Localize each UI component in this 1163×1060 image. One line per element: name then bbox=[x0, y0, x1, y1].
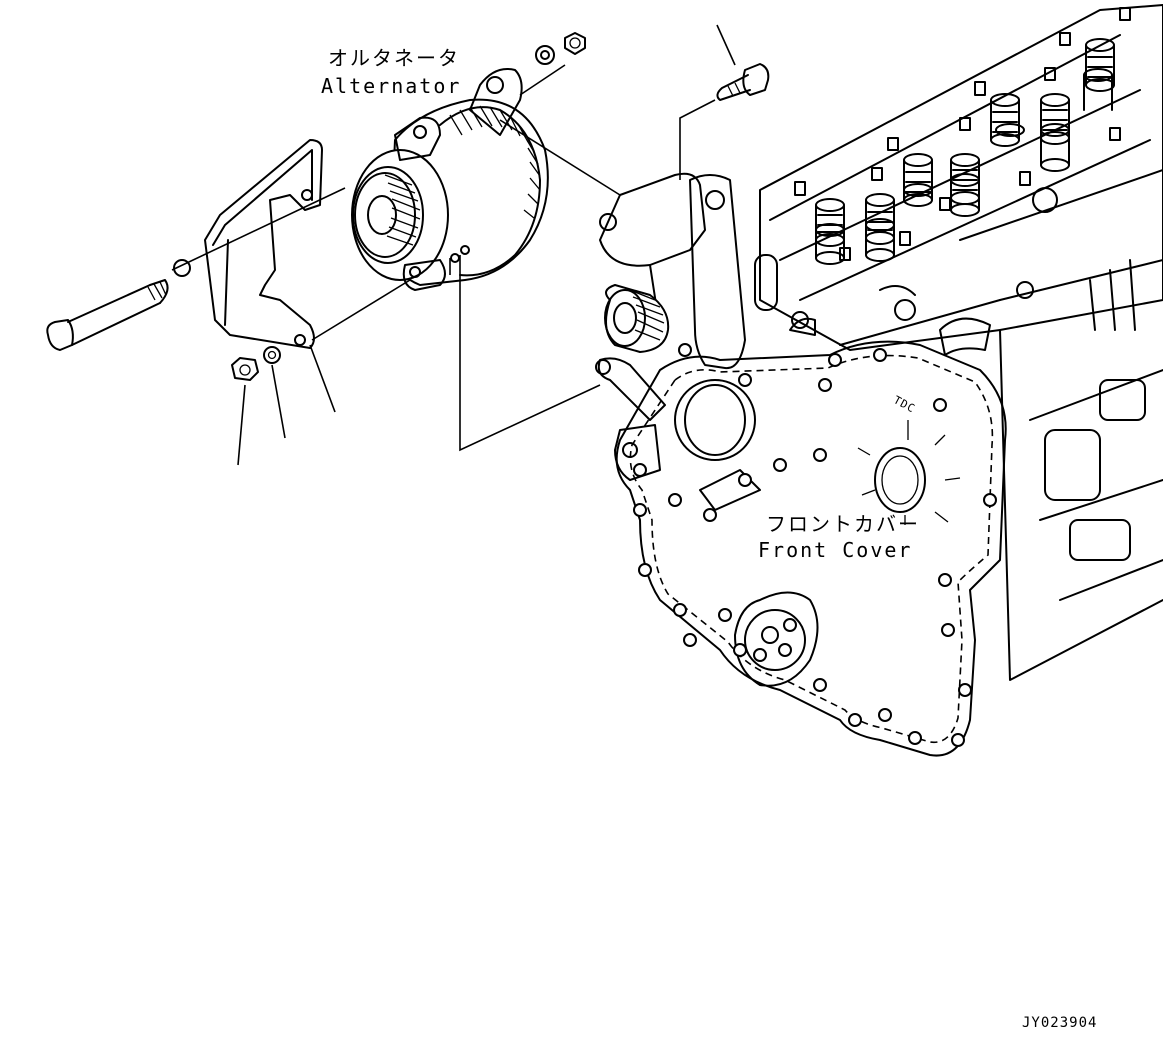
alternator-bracket bbox=[204, 139, 323, 349]
front-cover-label-en: Front Cover bbox=[758, 538, 913, 562]
front-cover-bolts bbox=[633, 343, 997, 747]
front-cover-label-jp: フロントカバー bbox=[766, 512, 920, 536]
assembly-centerlines bbox=[171, 64, 716, 452]
bolt-washer bbox=[173, 259, 191, 277]
nut bbox=[231, 357, 259, 381]
alternator-label-jp: オルタネータ bbox=[328, 46, 460, 70]
reference-leaders bbox=[237, 24, 736, 466]
valve-springs bbox=[789, 7, 1131, 356]
through-bolt bbox=[46, 279, 169, 351]
alternator bbox=[351, 68, 549, 291]
lock-washer bbox=[263, 346, 281, 364]
top-bolt bbox=[716, 63, 770, 101]
alternator-label-en: Alternator bbox=[321, 74, 462, 98]
alternator-top-hardware bbox=[535, 32, 586, 65]
idler-pulley bbox=[604, 284, 670, 353]
drawing-code: JY023904 bbox=[1022, 1015, 1098, 1031]
